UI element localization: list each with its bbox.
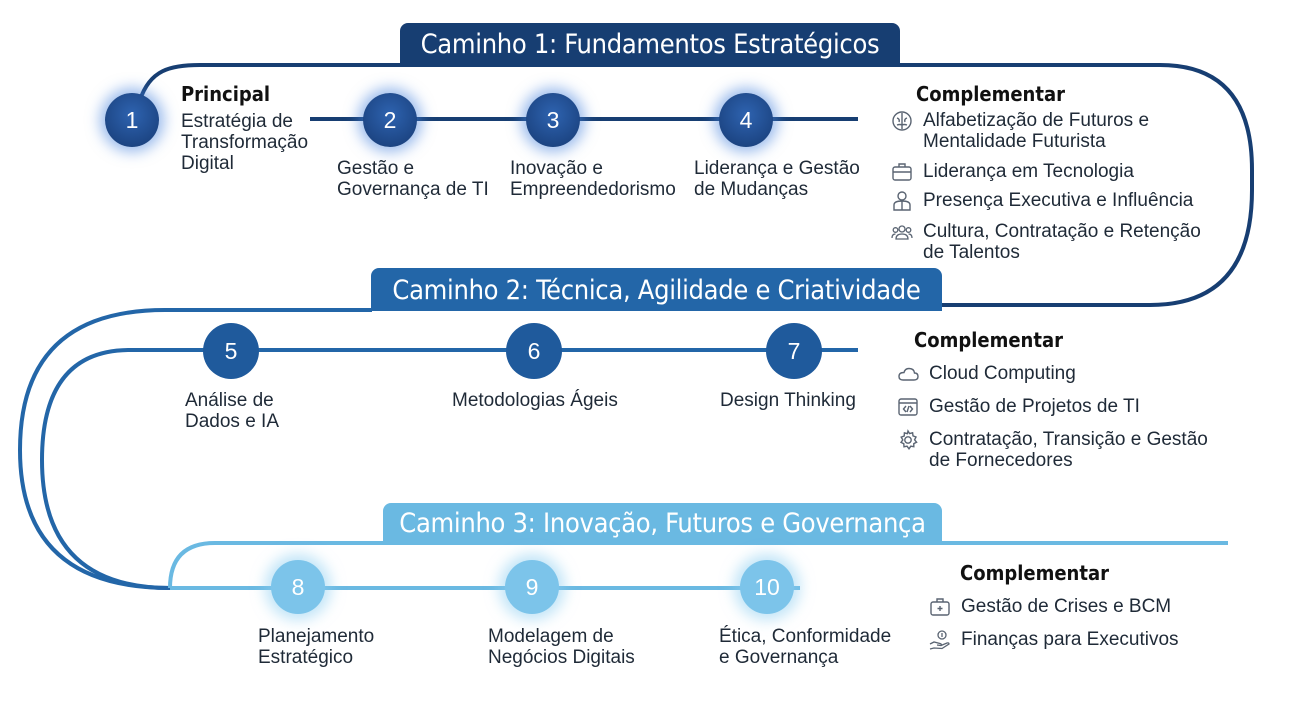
brain-icon bbox=[891, 110, 913, 132]
briefcase-icon bbox=[891, 161, 913, 183]
complementar-item: Presença Executiva e Influência bbox=[891, 190, 1193, 212]
complementar-item: Gestão de Crises e BCM bbox=[929, 596, 1171, 618]
complementar-heading-2: Complementar bbox=[914, 328, 1063, 352]
step-node-3[interactable]: 3 bbox=[526, 93, 580, 147]
complementar-item: Finanças para Executivos bbox=[929, 629, 1179, 651]
step-node-4[interactable]: 4 bbox=[719, 93, 773, 147]
step-node-6[interactable]: 6 bbox=[506, 323, 562, 379]
path2-inner-loop bbox=[39, 348, 858, 590]
path1-loop-line bbox=[138, 63, 1254, 307]
complementar-heading-3: Complementar bbox=[960, 561, 1109, 585]
step-node-2[interactable]: 2 bbox=[363, 93, 417, 147]
team-icon bbox=[891, 221, 913, 243]
step-node-7[interactable]: 7 bbox=[766, 323, 822, 379]
money-hand-icon bbox=[929, 629, 951, 651]
cloud-icon bbox=[897, 363, 919, 385]
first-aid-kit-icon bbox=[929, 596, 951, 618]
step-label-6: Metodologias Ágeis bbox=[452, 390, 618, 411]
complementar-item: Cloud Computing bbox=[897, 363, 1076, 385]
step-label-7: Design Thinking bbox=[720, 390, 856, 411]
executive-person-icon bbox=[891, 190, 913, 212]
path2-outer-loop bbox=[17, 308, 372, 590]
complementar-heading-1: Complementar bbox=[916, 82, 1065, 106]
step-node-9[interactable]: 9 bbox=[505, 560, 559, 614]
principal-heading: Principal bbox=[181, 82, 271, 106]
complementar-item: Gestão de Projetos de TI bbox=[897, 396, 1140, 418]
code-window-icon bbox=[897, 396, 919, 418]
step-node-5[interactable]: 5 bbox=[203, 323, 259, 379]
step-node-8[interactable]: 8 bbox=[271, 560, 325, 614]
path1-banner: Caminho 1: Fundamentos Estratégicos bbox=[400, 23, 900, 66]
gear-icon bbox=[897, 429, 919, 451]
step-node-10[interactable]: 10 bbox=[740, 560, 794, 614]
complementar-item: Liderança em Tecnologia bbox=[891, 161, 1134, 183]
path2-banner: Caminho 2: Técnica, Agilidade e Criativi… bbox=[371, 268, 942, 311]
path3-banner: Caminho 3: Inovação, Futuros e Governanç… bbox=[383, 503, 942, 545]
step-node-1[interactable]: 1 bbox=[105, 93, 159, 147]
path3-top-line bbox=[168, 541, 1228, 589]
